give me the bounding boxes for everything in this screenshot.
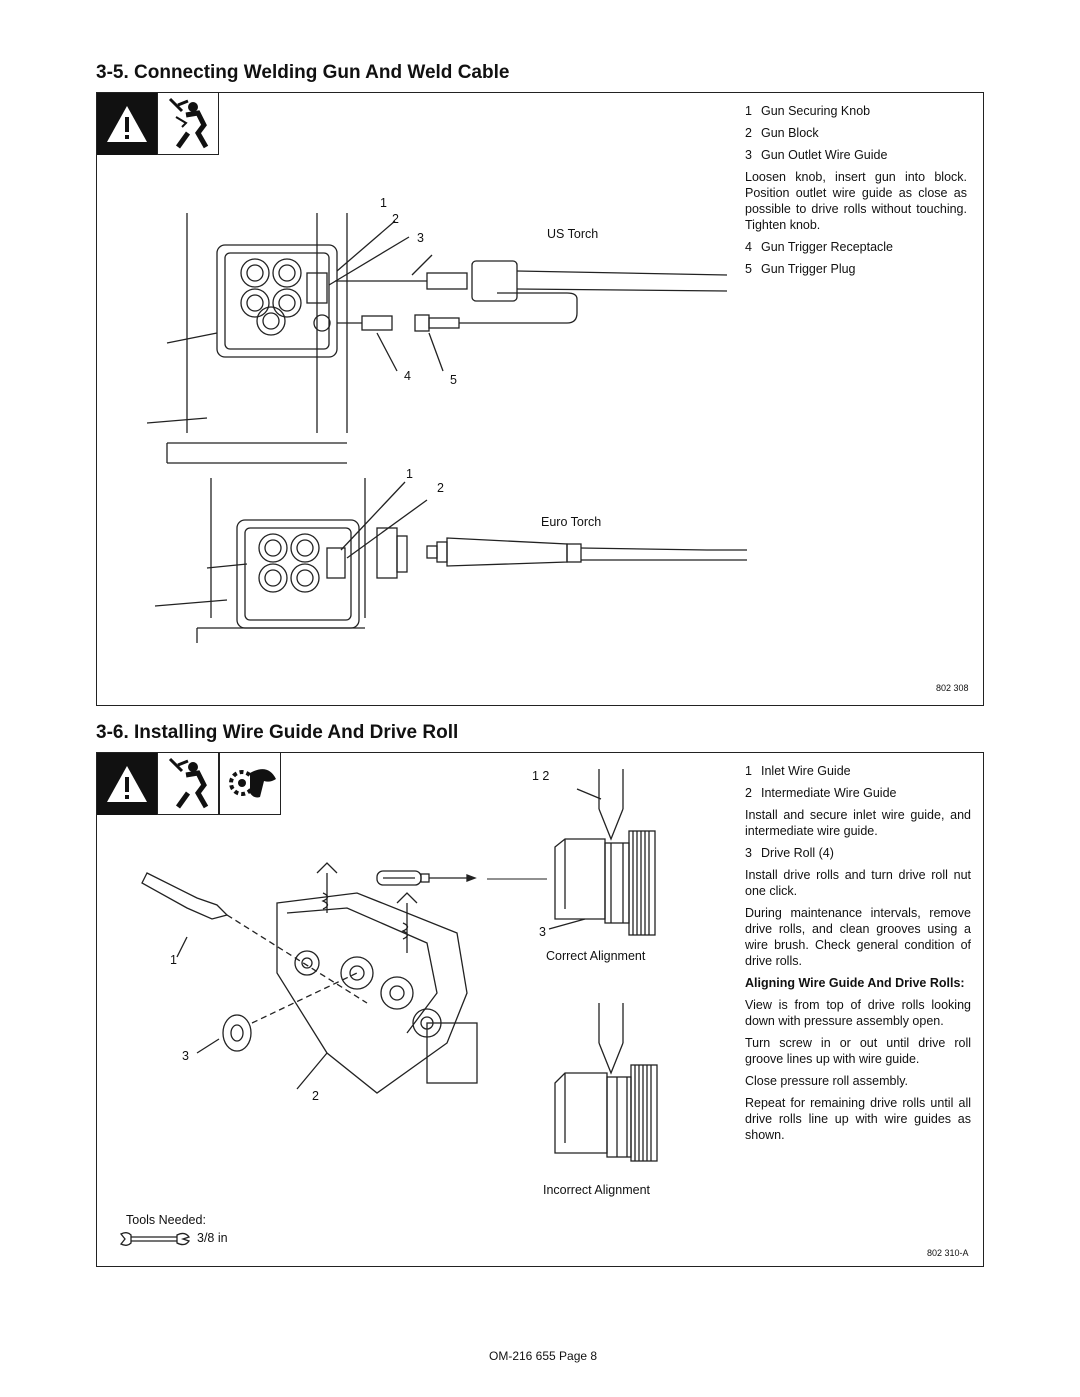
- correct-alignment-diagram: [548, 769, 656, 936]
- callout-1: 1: [380, 196, 387, 210]
- section-heading-3-6: 3-6. Installing Wire Guide And Drive Rol…: [96, 722, 459, 743]
- instruction-text: Loosen knob, insert gun into block. Posi…: [745, 170, 967, 232]
- instruction-text: Turn screw in or out until drive roll gr…: [745, 1036, 971, 1066]
- tools-needed-label: Tools Needed:: [126, 1213, 206, 1227]
- instruction-text: Close pressure roll assembly.: [745, 1074, 909, 1088]
- subheading: Aligning Wire Guide And Drive Rolls:: [745, 976, 965, 990]
- us-torch-diagram: [147, 213, 728, 464]
- electric-shock-icon: [157, 753, 219, 815]
- callout-5: 5: [450, 373, 457, 387]
- instruction-text: During maintenance intervals, remove dri…: [745, 906, 971, 968]
- callout-3: 3: [539, 925, 546, 939]
- warning-icons: [97, 93, 219, 155]
- warning-icons: [97, 753, 281, 815]
- wrench-icon: [119, 1232, 191, 1246]
- callout-1: 1: [170, 953, 177, 967]
- instruction-text: Repeat for remaining drive rolls until a…: [745, 1096, 971, 1142]
- screwdriver-icon: [376, 870, 477, 886]
- incorrect-alignment-label: Incorrect Alignment: [543, 1183, 650, 1197]
- callout-3: 3: [182, 1049, 189, 1063]
- correct-alignment-label: Correct Alignment: [546, 949, 646, 963]
- callout-4: 4: [404, 369, 411, 383]
- moving-parts-gear-icon: [219, 753, 281, 815]
- us-torch-label: US Torch: [547, 227, 599, 241]
- callout-2: 2: [392, 212, 399, 226]
- screwdriver-guide-line: [487, 878, 547, 880]
- figure-code: 802 310-A: [927, 1248, 969, 1258]
- incorrect-alignment-diagram: [554, 1003, 658, 1162]
- instruction-text: Install drive rolls and turn drive roll …: [745, 868, 971, 898]
- tool-size: 3/8 in: [197, 1231, 228, 1245]
- callout-2: 2: [312, 1089, 319, 1103]
- electric-shock-icon: [157, 93, 219, 155]
- callout-3: 3: [417, 231, 424, 245]
- euro-torch-diagram: [154, 478, 747, 643]
- page-footer: OM-216 655 Page 8: [489, 1349, 598, 1363]
- callout-1-2: 1 2: [532, 769, 550, 783]
- warning-triangle-icon: [97, 93, 157, 155]
- instruction-text: Install and secure inlet wire guide, and…: [745, 808, 971, 838]
- figure-code: 802 308: [936, 683, 969, 693]
- callout-2: 2: [437, 481, 444, 495]
- warning-triangle-icon: [97, 753, 157, 815]
- callout-1: 1: [406, 467, 413, 481]
- drive-assembly-diagram: [141, 862, 478, 1094]
- euro-torch-label: Euro Torch: [541, 515, 602, 529]
- section-heading-3-5: 3-5. Connecting Welding Gun And Weld Cab…: [96, 62, 510, 83]
- instruction-text: View is from top of drive rolls looking …: [745, 998, 971, 1028]
